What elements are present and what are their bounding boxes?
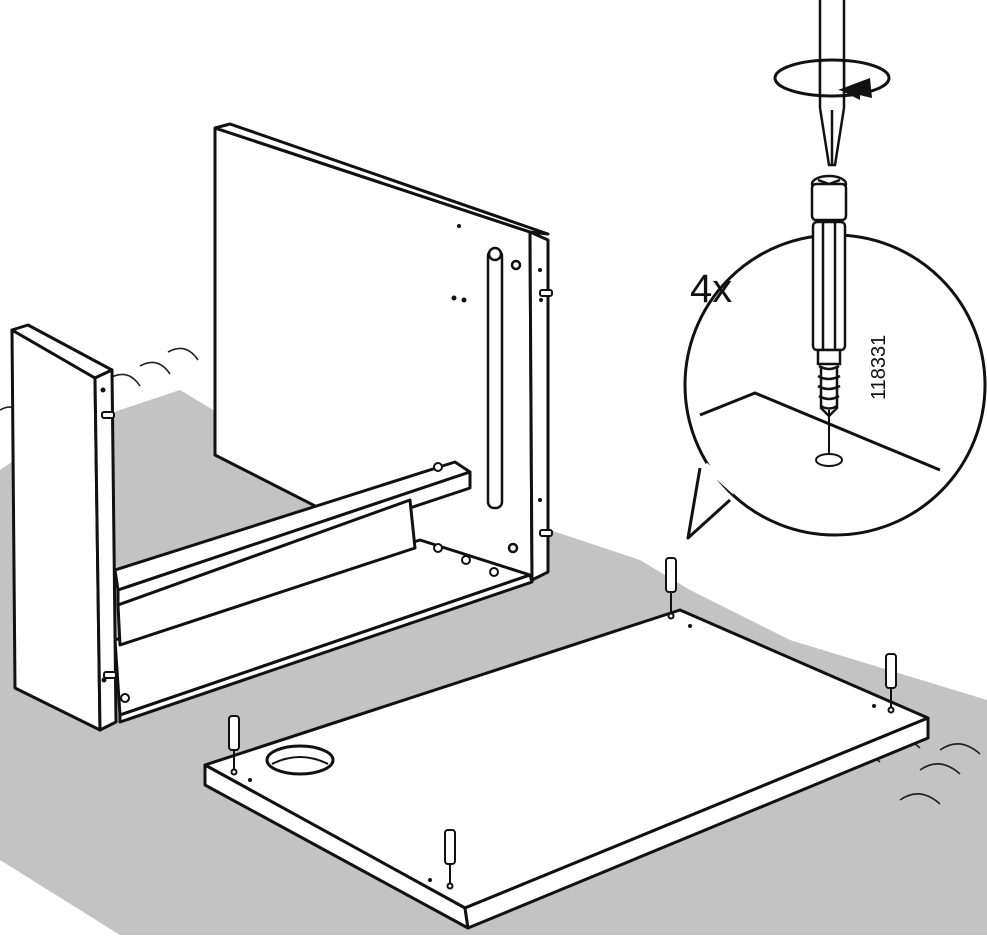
cam-bolt xyxy=(665,557,677,620)
detail-callout xyxy=(683,233,987,540)
frame-bottom-holes xyxy=(120,543,499,703)
left-side-panel xyxy=(10,323,118,732)
drawer-rail xyxy=(486,246,522,554)
dowel-pins-left xyxy=(101,411,117,679)
part-number-label: 118331 xyxy=(868,335,890,400)
front-rail xyxy=(113,460,472,647)
cam-bolts-installed xyxy=(228,557,897,890)
clockwise-rotation-arrow-icon xyxy=(773,58,891,100)
base-board xyxy=(203,608,930,930)
quantity-label: 4x xyxy=(690,267,732,311)
cam-lock-bolt-icon xyxy=(810,174,848,418)
cam-bolt xyxy=(228,715,240,776)
cam-bolt xyxy=(885,653,897,714)
base-board-holes xyxy=(248,624,876,882)
cam-bolt xyxy=(444,829,456,890)
dowel-pins-back xyxy=(539,289,553,537)
cable-hole xyxy=(265,744,335,776)
back-panel-holes xyxy=(451,224,543,502)
front-rail-hole xyxy=(433,462,443,472)
